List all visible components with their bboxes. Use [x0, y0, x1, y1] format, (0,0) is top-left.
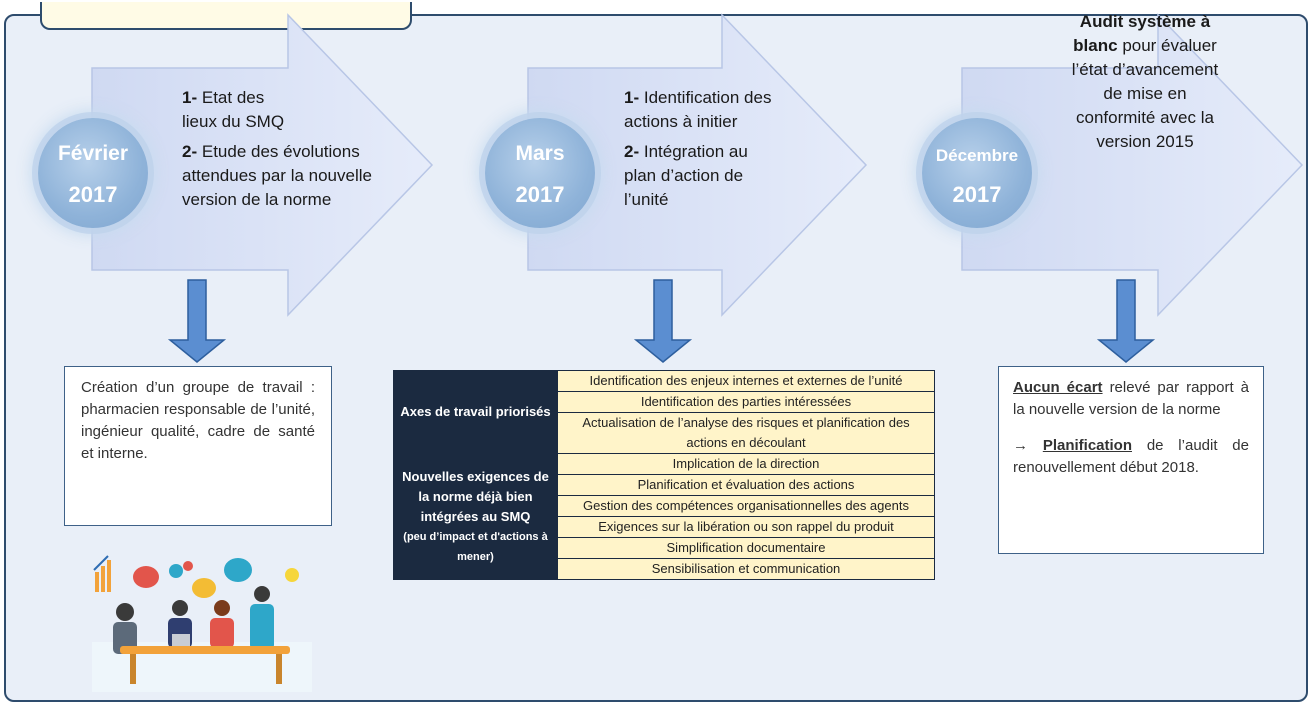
table-row: Sensibilisation et communication — [394, 558, 935, 580]
item-text: Etat des lieux du SMQ — [182, 88, 285, 131]
group-header-1: Axes de travail priorisés — [393, 370, 558, 454]
circle-year: 2017 — [68, 182, 118, 207]
table-row: Axes de travail priorisés Identification… — [393, 370, 935, 454]
no-gap-label: Aucun écart — [1013, 379, 1103, 396]
down-arrow-2 — [633, 279, 693, 363]
table-cell: Identification des parties intéressées — [557, 391, 935, 413]
item-number: 2- — [182, 142, 198, 161]
team-meeting-illustration — [92, 555, 312, 692]
date-circle-2: Mars 2017 — [485, 118, 595, 228]
item-number: 1- — [624, 88, 640, 107]
step-item: 1- Identification des actions à initier — [624, 86, 784, 134]
table-cell: Gestion des compétences organisationnell… — [557, 495, 935, 517]
table-cell: Exigences sur la libération ou son rappe… — [557, 516, 935, 538]
right-arrow-icon: → — [1013, 437, 1028, 454]
audit-result-paragraph: Aucun écart relevé par rapport à la nouv… — [1013, 377, 1249, 421]
working-group-text: Création d’un groupe de travail : pharma… — [81, 379, 315, 462]
item-number: 2- — [624, 142, 640, 161]
table-row: Nouvelles exigences de la norme déjà bie… — [393, 453, 935, 580]
working-group-box: Création d’un groupe de travail : pharma… — [64, 366, 332, 526]
table-cell: Simplification documentaire — [557, 537, 935, 559]
table-row: Gestion des compétences organisationnell… — [394, 495, 935, 517]
step-arrow-1 — [91, 13, 434, 317]
priorities-table: Axes de travail priorisés Identification… — [393, 370, 935, 580]
group-header-text: Nouvelles exigences de la norme déjà bie… — [402, 468, 549, 524]
item-text: Etude des évolutions attendues par la no… — [182, 142, 372, 209]
circle-year: 2017 — [515, 182, 565, 207]
table-cell: Identification des enjeux internes et ex… — [557, 370, 935, 392]
table-row: Simplification documentaire — [394, 537, 935, 559]
circle-month: Mars — [515, 142, 565, 165]
item-text: Identification des actions à initier — [624, 88, 772, 131]
audit-text: pour évaluer l’état d’avancement de mise… — [1071, 36, 1219, 151]
table-row: Actualisation de l’analyse des risques e… — [394, 412, 935, 454]
step-text-2: 1- Identification des actions à initier … — [624, 86, 784, 212]
step-item: 2- Etude des évolutions attendues par la… — [182, 140, 412, 212]
step-arrow-2 — [527, 13, 868, 317]
planning-paragraph: → Planification de l’audit de renouvelle… — [1013, 435, 1249, 479]
planning-text: de l’audit de renouvellement début 2018. — [1013, 437, 1249, 476]
step-arrow-3 — [961, 13, 1304, 317]
item-text: Intégration au plan d’action de l’unité — [624, 142, 748, 209]
circle-year: 2017 — [952, 182, 1002, 207]
step-text-1: 1- Etat des lieux du SMQ 2- Etude des év… — [182, 86, 412, 212]
circle-month: Décembre — [935, 146, 1019, 165]
audit-result-box: Aucun écart relevé par rapport à la nouv… — [998, 366, 1264, 554]
planning-label: Planification — [1042, 437, 1132, 454]
table-cell: Actualisation de l’analyse des risques e… — [557, 412, 935, 454]
group-header-text: Axes de travail priorisés — [400, 404, 551, 419]
step-item: 1- Etat des lieux du SMQ — [182, 86, 292, 134]
date-circle-3: Décembre 2017 — [922, 118, 1032, 228]
circle-month: Février — [57, 142, 129, 165]
table-cell: Implication de la direction — [557, 453, 935, 475]
group-header-2: Nouvelles exigences de la norme déjà bie… — [393, 453, 558, 580]
audit-label: Audit système à blanc — [1073, 12, 1211, 55]
table-cell: Planification et évaluation des actions — [557, 474, 935, 496]
down-arrow-1 — [167, 279, 227, 363]
table-row: Planification et évaluation des actions — [394, 474, 935, 496]
table-row: Identification des parties intéressées — [394, 391, 935, 413]
table-row: Exigences sur la libération ou son rappe… — [394, 516, 935, 538]
title-tab — [40, 2, 412, 30]
no-gap-text: relevé par rapport à la nouvelle version… — [1013, 379, 1249, 418]
step-item: 2- Intégration au plan d’action de l’uni… — [624, 140, 774, 212]
date-circle-1: Février 2017 — [38, 118, 148, 228]
step-text-3: Audit système à blanc pour évaluer l’éta… — [1066, 10, 1224, 154]
down-arrow-3 — [1096, 279, 1156, 363]
group-note: (peu d’impact et d'actions à mener) — [403, 530, 548, 563]
table-cell: Sensibilisation et communication — [557, 558, 935, 580]
item-number: 1- — [182, 88, 198, 107]
